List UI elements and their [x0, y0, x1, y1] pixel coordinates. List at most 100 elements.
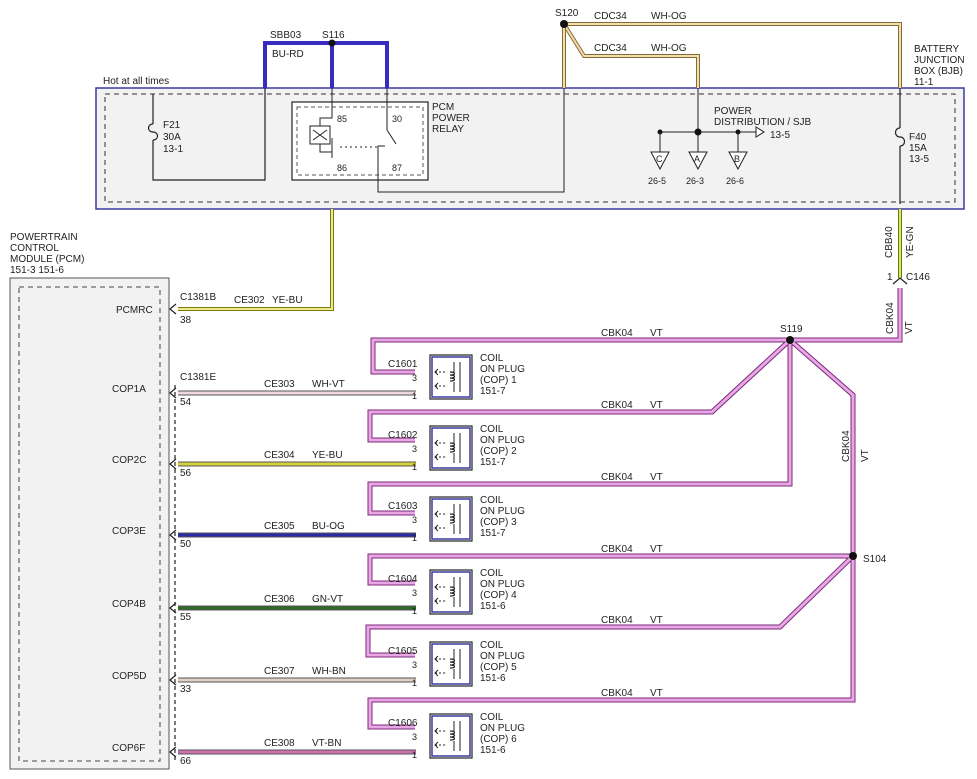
sjb-inner-border: [104, 93, 956, 203]
pcm-pin-connector-icon: [169, 387, 177, 399]
circuit-label: CE308: [264, 738, 295, 749]
cbb40-color: YE-GN: [905, 226, 916, 258]
coil-name-line: COIL: [480, 424, 504, 435]
cbk04-vert-color: VT: [904, 321, 915, 334]
cdc34-color-1: WH-OG: [651, 11, 687, 22]
relay-label-2: POWER: [432, 113, 470, 124]
pcm-pin-label: COP6F: [112, 743, 145, 754]
cbk04-circuit-label: CBK04: [601, 688, 633, 699]
pcm-pin-number: 50: [180, 539, 192, 550]
sbb03-color: BU-RD: [272, 49, 304, 60]
pcm-pin-connector-icon: [169, 458, 177, 470]
pcm-pin-connector-icon: [169, 746, 177, 758]
circuit-label: CE303: [264, 379, 295, 390]
pcmrc-connector-icon: [169, 303, 177, 315]
coil-name-line: COIL: [480, 568, 504, 579]
bjb-label-2: JUNCTION: [914, 55, 965, 66]
cdc34-circuit-1: CDC34: [594, 11, 627, 22]
relay-label-1: PCM: [432, 102, 454, 113]
pcmrc-label: PCMRC: [116, 305, 153, 316]
cbk04-color-label: VT: [650, 400, 663, 411]
circuit-label: CE304: [264, 450, 295, 461]
coil-name-line: ON PLUG: [480, 723, 525, 734]
cbk04-vert-circuit: CBK04: [885, 302, 896, 334]
ground-c-letter: C: [656, 154, 663, 164]
coil-pin-3: 3: [412, 444, 417, 454]
coil-connector-label: C1603: [388, 501, 418, 512]
pcm-pin-label: COP1A: [112, 384, 146, 395]
coil-connector-label: C1605: [388, 646, 418, 657]
hot-label: Hot at all times: [103, 76, 169, 87]
relay-87-output: [377, 28, 565, 193]
relay-pin-85: 85: [337, 114, 347, 124]
coil-on-plug-icon: [429, 713, 473, 759]
bjb-label-4: 11-1: [914, 77, 934, 88]
splice-s116-dot: [328, 39, 336, 47]
coil-name-line: 151-7: [480, 528, 506, 539]
cbk04-circuit-label: CBK04: [601, 400, 633, 411]
splice-s120: S120: [555, 8, 579, 19]
coil-name-line: COIL: [480, 495, 504, 506]
pcm-pin-number: 56: [180, 468, 192, 479]
ground-b-ref: 26-6: [726, 176, 744, 186]
splice-s104: S104: [863, 554, 887, 565]
circuit-label: CE305: [264, 521, 295, 532]
coil-pin-3: 3: [412, 732, 417, 742]
pcm-label-2: CONTROL: [10, 243, 59, 254]
coil-name-line: 151-7: [480, 386, 506, 397]
coil-pin-1: 1: [412, 533, 417, 543]
pcm-pin-connector-icon: [169, 529, 177, 541]
coil-name-line: ON PLUG: [480, 579, 525, 590]
cbk04-circuit-label: CBK04: [601, 615, 633, 626]
cbk04-color-label: VT: [650, 615, 663, 626]
fuse-f21-icon: [147, 123, 159, 141]
circuit-color: GN-VT: [312, 594, 343, 605]
cbk04-circuit-label: CBK04: [601, 472, 633, 483]
cbb40-circuit: CBB40: [884, 226, 895, 258]
circuit-color: BU-OG: [312, 521, 345, 532]
ground-a-icon: [688, 151, 708, 171]
fuse-f40-rating: 15A: [909, 143, 927, 154]
fuse-f40-ref: 13-5: [909, 154, 929, 165]
f21-circuit: [152, 88, 266, 181]
c146-pin: 1: [887, 272, 893, 283]
fuse-f21-name: F21: [163, 120, 181, 131]
power-dist-label-2: DISTRIBUTION / SJB: [714, 117, 812, 128]
pcm-pin-connector-icon: [169, 674, 177, 686]
pcm-label-1: POWERTRAIN: [10, 232, 78, 243]
coil-pin-1: 1: [412, 462, 417, 472]
coil-name-line: 151-7: [480, 457, 506, 468]
circuit-color: WH-VT: [312, 379, 345, 390]
coil-pin-3: 3: [412, 373, 417, 383]
cdc34-wire-1: [564, 23, 901, 88]
pcm-label-4: 151-3 151-6: [10, 265, 64, 276]
splice-s104-dot: [849, 552, 857, 560]
cbk04-circuit-label: CBK04: [601, 544, 633, 555]
circuit-color: VT-BN: [312, 738, 341, 749]
coil-connector-label: C1601: [388, 359, 418, 370]
ground-b-letter: B: [734, 154, 740, 164]
cdc34-color-2: WH-OG: [651, 43, 687, 54]
c146-connector-icon: [892, 277, 908, 285]
cdc34-circuit-2: CDC34: [594, 43, 627, 54]
relay-pin-87: 87: [392, 163, 402, 173]
cbk04-trunk: [365, 288, 903, 730]
bjb-label-1: BATTERY: [914, 44, 960, 55]
pcm-pin-number: 33: [180, 684, 192, 695]
splice-s120-dot: [560, 20, 568, 28]
relay-switch-icon: [377, 88, 397, 170]
pcm-pin-number: 66: [180, 756, 192, 767]
circuit-color: YE-BU: [312, 450, 343, 461]
cbk04-color-label: VT: [650, 472, 663, 483]
coil-connector-label: C1606: [388, 718, 418, 729]
power-dist-arrow-icon: [755, 126, 765, 138]
c1381b-label: C1381B: [180, 292, 216, 303]
ce302-color: YE-BU: [272, 295, 303, 306]
coil-name-line: 151-6: [480, 673, 506, 684]
pcm-pin-label: COP4B: [112, 599, 146, 610]
sbb03-circuit: SBB03: [270, 30, 302, 41]
coil-connector-label: C1604: [388, 574, 418, 585]
coil-name-line: COIL: [480, 353, 504, 364]
power-dist-ref: 13-5: [770, 130, 790, 141]
